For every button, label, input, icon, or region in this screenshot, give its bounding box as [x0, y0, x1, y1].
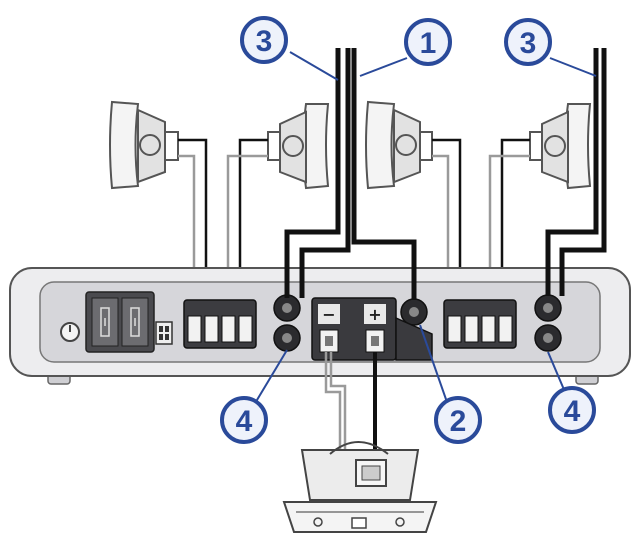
rca-cables — [284, 48, 607, 300]
small-port — [155, 321, 173, 345]
subwoofer-terminal: − + — [311, 297, 433, 361]
speaker-top-left-2 — [267, 103, 330, 190]
svg-text:4: 4 — [564, 395, 581, 428]
callout-4-left: 4 — [220, 396, 268, 444]
speaker-top-left-1 — [109, 100, 179, 190]
control-unit: − + — [9, 267, 631, 385]
power-button — [60, 322, 80, 342]
callout-1: 1 — [404, 18, 452, 66]
svg-text:1: 1 — [420, 27, 437, 60]
rca-jack-right-top — [534, 294, 562, 322]
subwoofer-speaker — [282, 441, 438, 533]
plus-sign: + — [368, 305, 381, 324]
callout-4-right: 4 — [548, 386, 596, 434]
callout-leaders — [253, 51, 597, 406]
speaker-top-right-1 — [365, 100, 433, 190]
svg-text:4: 4 — [236, 405, 253, 438]
speaker-terminal-block-left — [183, 299, 257, 349]
minus-sign: − — [322, 305, 335, 324]
svg-text:3: 3 — [256, 25, 273, 58]
rca-jack-center — [400, 298, 428, 326]
callout-2: 2 — [434, 396, 482, 444]
rca-jack-left-bottom — [273, 324, 301, 352]
svg-text:2: 2 — [450, 405, 467, 438]
callout-3-right: 3 — [504, 18, 552, 66]
rca-jack-left-top — [273, 294, 301, 322]
rca-jack-right-bottom — [534, 324, 562, 352]
speaker-terminal-block-right — [443, 299, 517, 349]
svg-text:3: 3 — [520, 27, 537, 60]
speaker-top-right-2 — [529, 103, 592, 190]
speaker-wires — [178, 138, 530, 300]
subwoofer-wires — [324, 352, 377, 450]
callout-3-left: 3 — [240, 16, 288, 64]
connector-block — [85, 291, 155, 353]
